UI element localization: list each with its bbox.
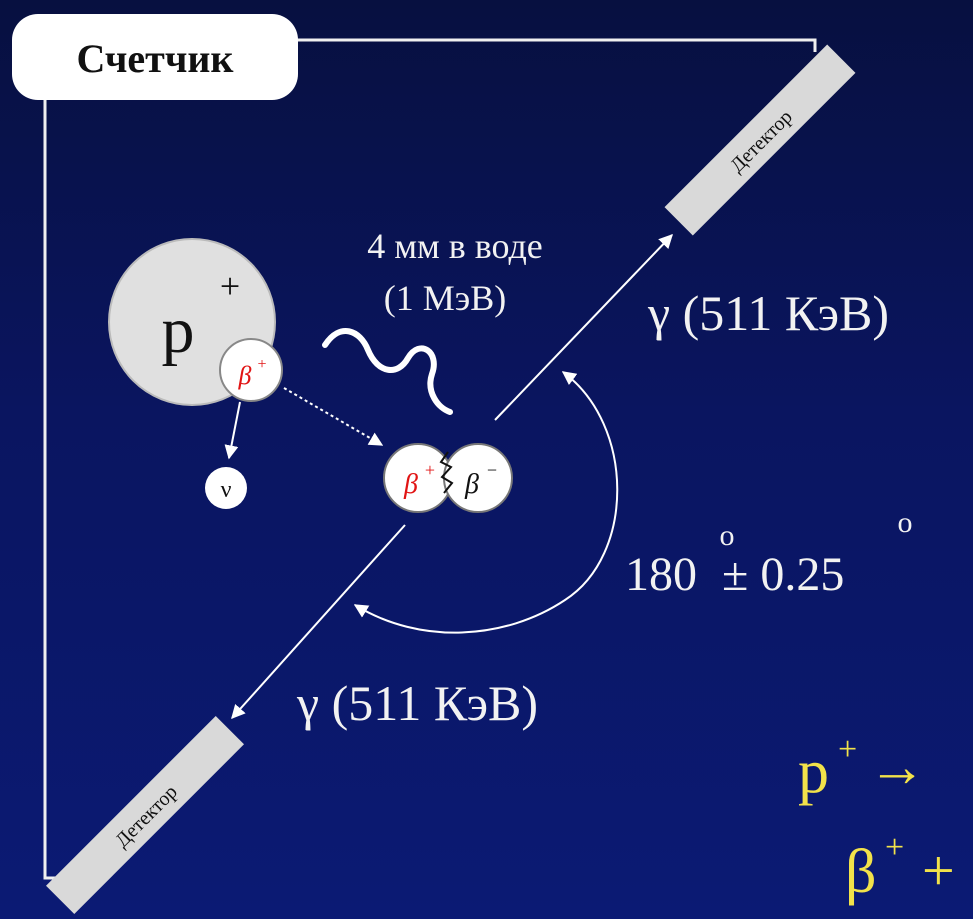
equation-line1-sup: + [838, 731, 857, 768]
equation-line1-p: p [798, 738, 829, 806]
equation-line2-sup: + [885, 829, 904, 866]
positron-charge: + [257, 356, 266, 373]
detector-bottom: Детектор [46, 716, 244, 914]
neutrino-label: ν [221, 477, 232, 503]
angle-tolerance: ± 0.25 [722, 548, 844, 601]
annihilation-pair: β + β − [383, 443, 513, 513]
annihilation-positron-charge: + [425, 460, 435, 480]
gamma-label-bottom: γ (511 КэВ) [296, 675, 538, 731]
proton-label: p [162, 294, 195, 367]
detector-top: Детектор [664, 44, 856, 236]
proton-charge: + [220, 266, 240, 306]
neutrino: ν [205, 467, 247, 509]
neutrino-arrow [224, 401, 241, 460]
range-label-line2: (1 МэВ) [384, 278, 506, 318]
annihilation-spark-icon [439, 451, 454, 494]
annihilation-electron-charge: − [487, 460, 497, 480]
positron-label: β [238, 361, 252, 390]
angle-degree-mark-2: o [898, 506, 913, 539]
positron-emitted: β + [219, 338, 283, 402]
positron-range-path [322, 328, 453, 415]
detector-bottom-plate [46, 716, 244, 914]
equation-line2-beta: β [845, 838, 877, 906]
equation-line1-arrow: → [868, 734, 926, 799]
annihilation-positron-label: β [403, 469, 418, 500]
decay-equation: p + → β + + [798, 731, 955, 906]
counter-box-frame [12, 14, 298, 100]
wire-top [290, 38, 817, 52]
annihilation-electron-label: β [464, 469, 479, 500]
detector-top-plate [664, 44, 856, 236]
angle-arc [353, 371, 619, 634]
range-label-line1: 4 мм в воде [367, 226, 543, 266]
angle-label: 180 ± 0.25 o o [625, 506, 913, 601]
gamma-label-top: γ (511 КэВ) [647, 285, 889, 341]
equation-line2-plus: + [922, 838, 955, 903]
positron-circle [219, 338, 283, 402]
wire-left [43, 100, 65, 880]
neutrino-circle [205, 467, 247, 509]
counter-box: Счетчик [12, 14, 298, 100]
positron-path-arrow [283, 387, 384, 446]
angle-degree-mark-1: o [720, 519, 735, 552]
counter-label: Счетчик [77, 36, 234, 81]
angle-value: 180 [625, 548, 697, 601]
